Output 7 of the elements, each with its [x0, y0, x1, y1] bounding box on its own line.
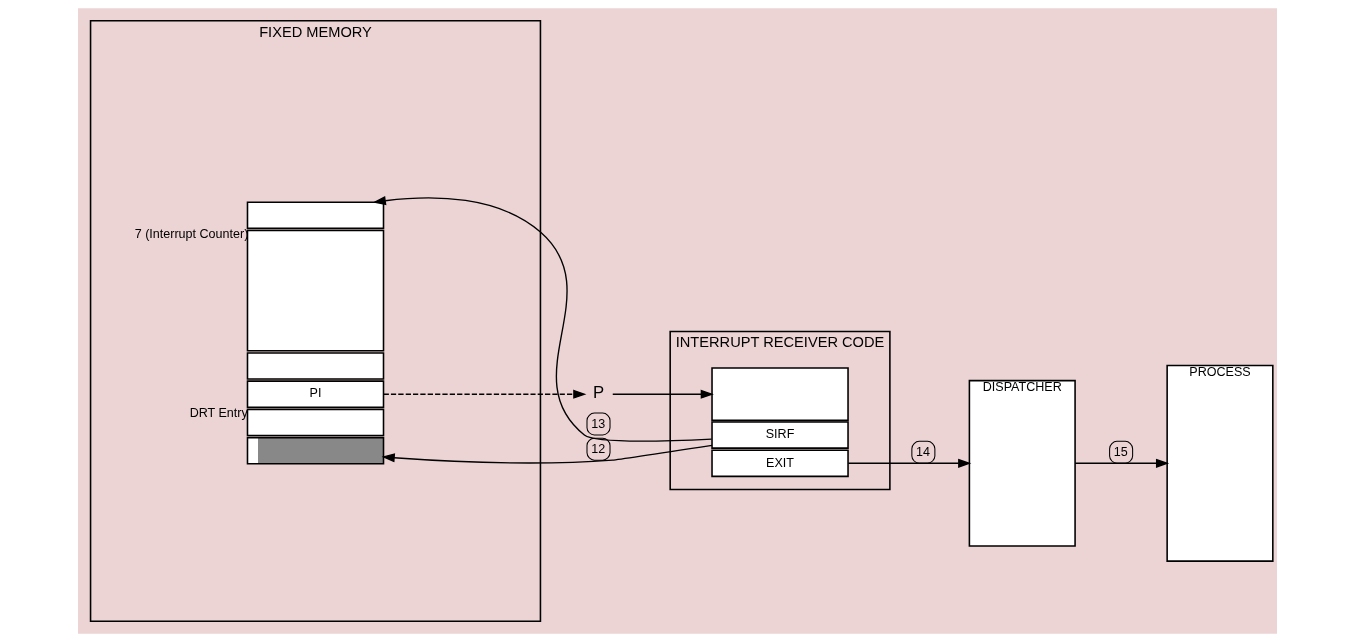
edge-label: 12 [590, 441, 605, 456]
node-label: 7 (Interrupt Counter) [134, 227, 248, 242]
edge-label: 14 [915, 445, 930, 460]
node-label: DRT Entry [189, 406, 248, 421]
edge-label: 13 [590, 416, 605, 431]
edge-label: 15 [1113, 445, 1128, 460]
node-text: P [592, 383, 604, 403]
